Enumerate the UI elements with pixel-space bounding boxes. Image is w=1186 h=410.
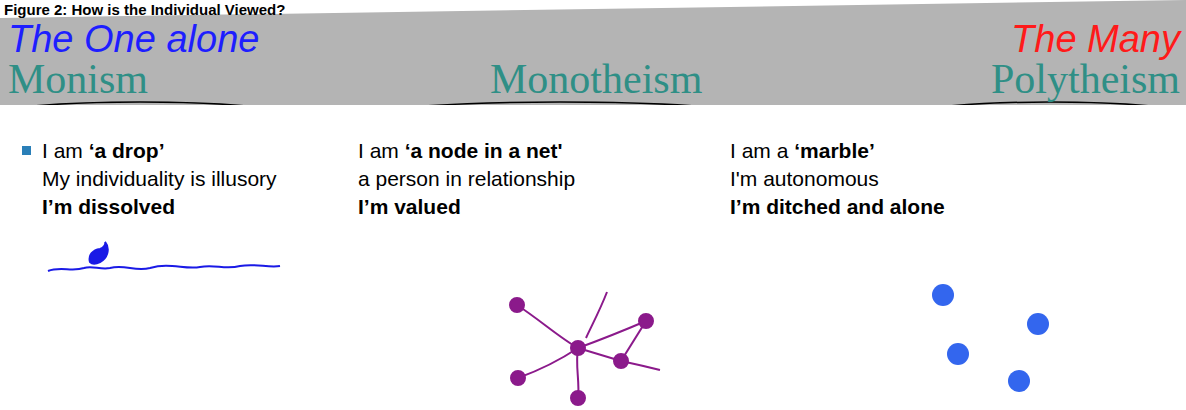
figure-title: Figure 2: How is the Individual Viewed?: [4, 1, 285, 18]
scale-end-label: The One alone: [8, 20, 259, 58]
scale-end-label: The Many: [1011, 20, 1180, 58]
statement-text: a person in relationship: [358, 166, 575, 192]
statement-text: I’m dissolved: [42, 194, 175, 220]
statement-text: My individuality is illusory: [42, 166, 277, 192]
statement-text: I’m ditched and alone: [730, 194, 945, 220]
statement-text: I am ‘a drop’: [42, 138, 165, 164]
statement-text: I’m valued: [358, 194, 461, 220]
marbles-drawing: [932, 284, 1049, 392]
statement-text: I am ‘a node in a net': [358, 138, 563, 164]
category-label: Monotheism: [490, 58, 702, 100]
drop-drawing: [48, 242, 280, 271]
category-label: Polytheism: [991, 58, 1180, 100]
bullet-square: [22, 146, 31, 155]
statement-text: I'm autonomous: [730, 166, 879, 192]
statement-text: I am a ‘marble’: [730, 138, 875, 164]
network-drawing: [510, 292, 660, 405]
category-label: Monism: [8, 58, 148, 100]
